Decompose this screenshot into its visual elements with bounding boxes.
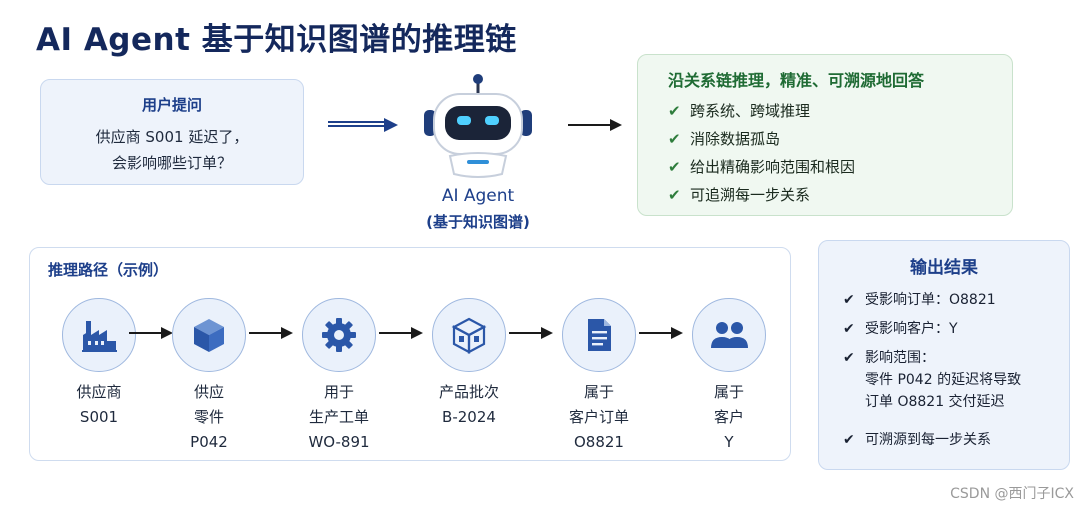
question-line-1: 供应商 S001 延迟了， xyxy=(95,128,249,146)
gear-icon xyxy=(322,318,356,352)
list-item: ✔跨系统、跨域推理 xyxy=(668,99,855,127)
benefits-list: ✔跨系统、跨域推理 ✔消除数据孤岛 ✔给出精确影响范围和根因 ✔可追溯每一步关系 xyxy=(668,99,855,211)
path-node-customer-order: 属于 客户订单 O8821 xyxy=(544,298,654,455)
node-circle xyxy=(692,298,766,372)
node-circle xyxy=(62,298,136,372)
arrow-right-icon xyxy=(379,327,423,339)
arrow-right-icon xyxy=(568,119,622,131)
node-circle xyxy=(432,298,506,372)
check-icon: ✔ xyxy=(843,350,855,366)
arrow-right-icon xyxy=(249,327,293,339)
question-line-2: 会影响哪些订单？ xyxy=(111,154,232,172)
people-icon xyxy=(711,322,748,348)
node-label: 属于 客户 Y xyxy=(713,383,744,451)
node-circle xyxy=(562,298,636,372)
results-title: 输出结果 xyxy=(910,258,978,278)
arrow-right-icon xyxy=(328,118,398,132)
robot-icon xyxy=(424,74,532,178)
cube-icon xyxy=(194,319,224,352)
check-icon: ✔ xyxy=(668,102,681,120)
arrow-right-icon xyxy=(129,327,173,339)
path-node-batch: 产品批次 B-2024 xyxy=(414,298,524,430)
list-item: ✔可追溯每一步关系 xyxy=(668,183,855,211)
package-icon xyxy=(451,317,487,354)
path-node-work-order: 用于 生产工单 WO-891 xyxy=(284,298,394,455)
check-icon: ✔ xyxy=(668,130,681,148)
list-item: ✔影响范围： 零件 P042 的延迟将导致 订单 O8821 交付延迟 xyxy=(843,347,1021,413)
list-item: ✔受影响客户：Y xyxy=(843,318,958,340)
path-node-supplier: 供应商 S001 xyxy=(44,298,154,430)
path-node-part: 供应 零件 P042 xyxy=(154,298,264,455)
agent-name: AI Agent xyxy=(441,186,515,206)
watermark: CSDN @西门子ICX xyxy=(950,486,1074,502)
question-title: 用户提问 xyxy=(141,96,202,114)
document-icon xyxy=(588,319,611,351)
check-icon: ✔ xyxy=(843,432,855,448)
node-label: 供应商 S001 xyxy=(76,383,122,426)
node-label: 用于 生产工单 WO-891 xyxy=(308,383,370,451)
agent-subtitle: (基于知识图谱) xyxy=(426,213,530,231)
results-panel: 输出结果 ✔受影响订单：O8821 ✔受影响客户：Y ✔影响范围： 零件 P04… xyxy=(818,240,1070,470)
path-title: 推理路径（示例） xyxy=(48,261,169,279)
list-item: ✔受影响订单：O8821 xyxy=(843,289,996,311)
benefits-title: 沿关系链推理，精准、可溯源地回答 xyxy=(668,71,925,90)
check-icon: ✔ xyxy=(843,292,855,308)
check-icon: ✔ xyxy=(668,186,681,204)
list-item: ✔消除数据孤岛 xyxy=(668,127,855,155)
check-icon: ✔ xyxy=(668,158,681,176)
benefits-panel: 沿关系链推理，精准、可溯源地回答 ✔跨系统、跨域推理 ✔消除数据孤岛 ✔给出精确… xyxy=(637,54,1013,216)
node-circle xyxy=(172,298,246,372)
check-icon: ✔ xyxy=(843,321,855,337)
node-label: 产品批次 B-2024 xyxy=(438,383,499,426)
factory-icon xyxy=(82,321,117,352)
arrow-right-icon xyxy=(639,327,683,339)
arrow-right-icon xyxy=(509,327,553,339)
list-item: ✔给出精确影响范围和根因 xyxy=(668,155,855,183)
list-item: ✔可溯源到每一步关系 xyxy=(843,429,991,451)
node-label: 供应 零件 P042 xyxy=(190,383,228,451)
node-label: 属于 客户订单 O8821 xyxy=(568,383,629,451)
user-question-panel: 用户提问 供应商 S001 延迟了， 会影响哪些订单？ xyxy=(40,79,304,185)
question-text: 供应商 S001 延迟了， 会影响哪些订单？ xyxy=(41,124,303,176)
page-title: AI Agent 基于知识图谱的推理链 xyxy=(36,22,517,58)
node-circle xyxy=(302,298,376,372)
reasoning-path-panel: 推理路径（示例） 供应商 S001 xyxy=(29,247,791,461)
path-node-customer: 属于 客户 Y xyxy=(674,298,784,455)
